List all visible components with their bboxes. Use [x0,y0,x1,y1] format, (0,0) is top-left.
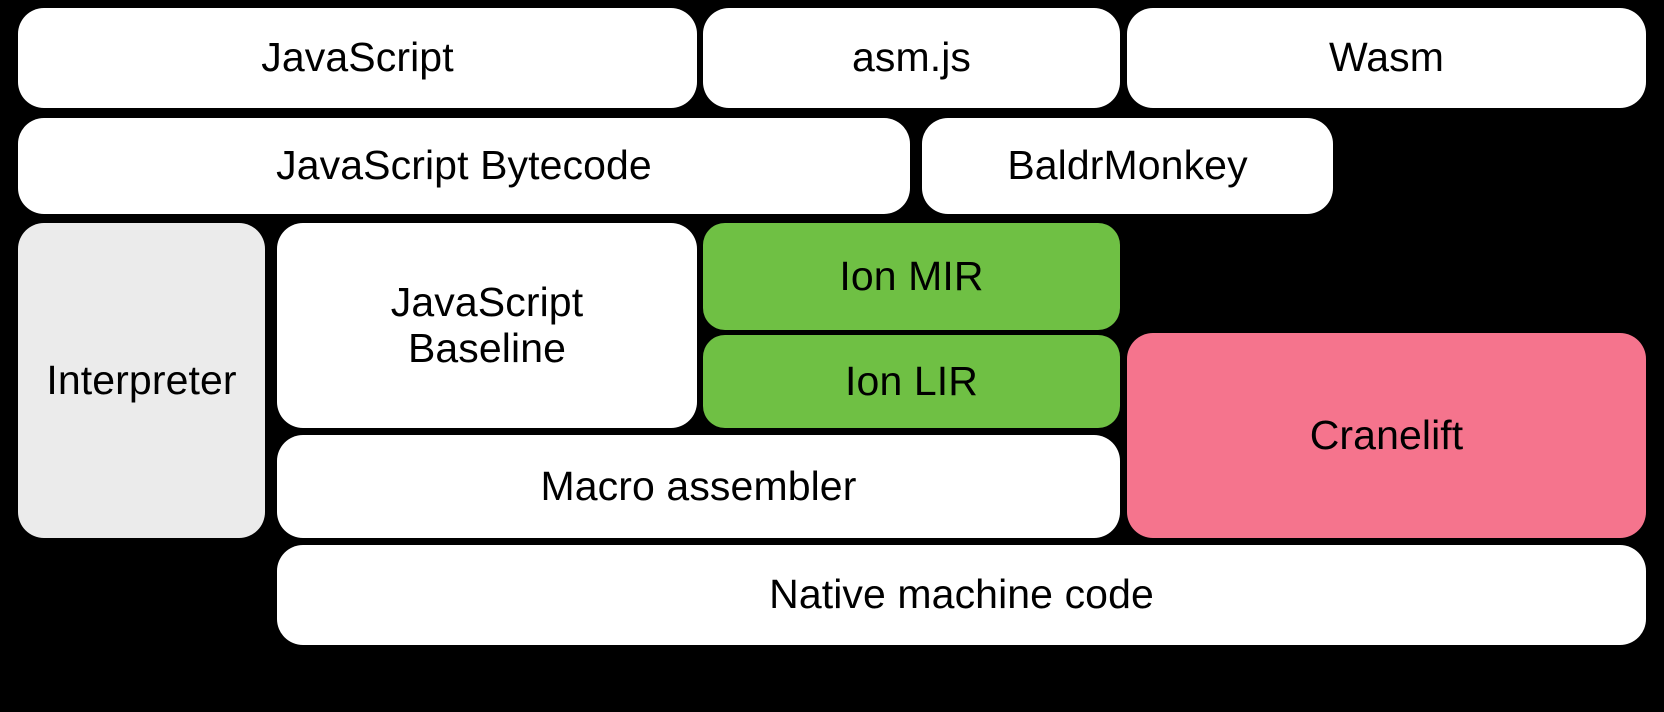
node-javascript-bytecode: JavaScript Bytecode [18,118,910,214]
node-asm-js: asm.js [703,8,1120,108]
node-javascript: JavaScript [18,8,697,108]
node-wasm: Wasm [1127,8,1646,108]
node-ion-lir: Ion LIR [703,335,1120,428]
node-macro-assembler: Macro assembler [277,435,1120,538]
node-cranelift: Cranelift [1127,333,1646,538]
node-baldrmonkey: BaldrMonkey [922,118,1333,214]
node-ion-mir: Ion MIR [703,223,1120,330]
node-javascript-baseline: JavaScript Baseline [277,223,697,428]
node-native-machine-code: Native machine code [277,545,1646,645]
node-interpreter: Interpreter [18,223,265,538]
